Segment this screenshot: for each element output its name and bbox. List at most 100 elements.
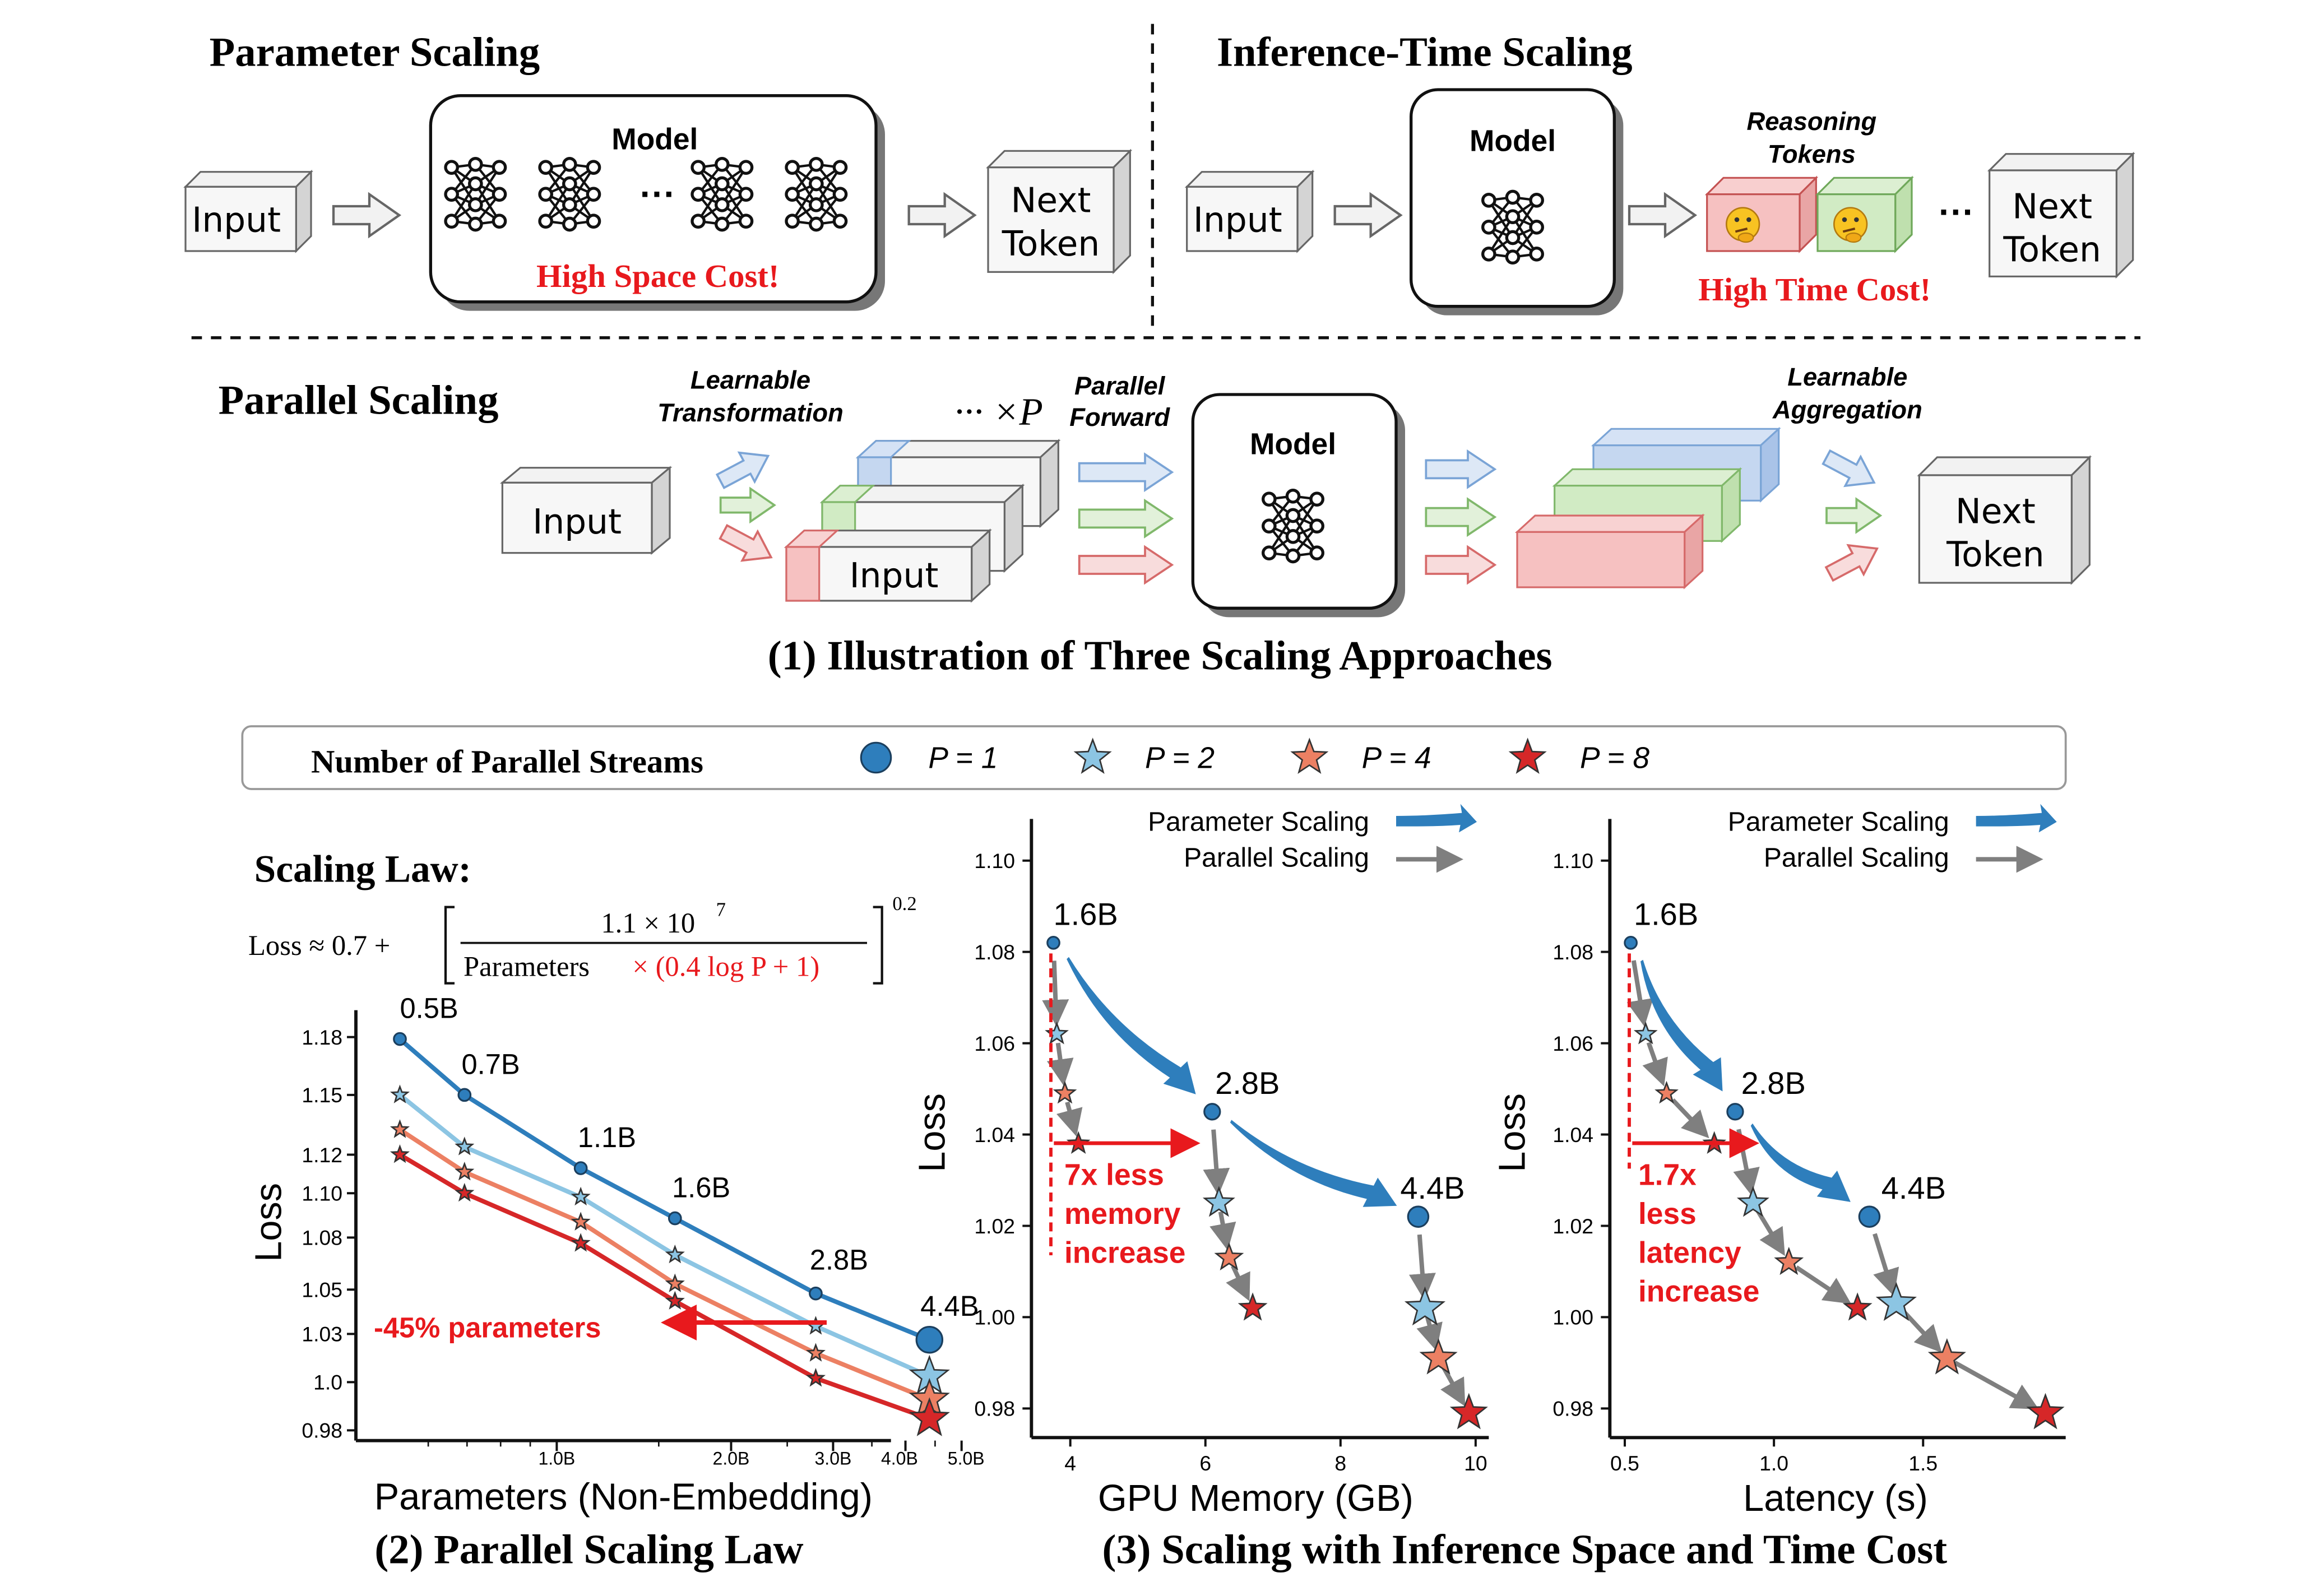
y-tick-label: 1.10 [1552,849,1593,873]
arrow-icon [909,194,975,236]
data-point-star [1238,1292,1268,1321]
parallel-forward-label-1: Parallel [1074,372,1166,400]
data-point [1624,936,1638,950]
inference-time-scaling-panel: Inference-Time Scaling Input Model Reaso… [1184,29,2135,316]
input-label: Input [192,200,281,240]
x-tick-label: 6 [1199,1451,1211,1475]
parameter-scaling-arrow [1067,957,1196,1094]
formula-numerator: 1.1 × 10 [601,907,695,939]
data-point [457,1088,472,1102]
stacked-input-label: Input [850,556,939,596]
data-point-star [1449,1393,1488,1430]
data-point-star [1202,1186,1235,1217]
x-tick-label: 4.0B [881,1448,918,1468]
point-label: 0.7B [461,1048,520,1080]
arrow-icon [1078,452,1174,493]
data-point-star [390,1144,410,1163]
y-tick-label: 1.04 [974,1123,1015,1147]
data-point-star [455,1161,475,1181]
annotation-line-2: memory [1064,1198,1181,1231]
series-line [398,1037,930,1342]
model-label: Model [1470,124,1556,157]
parallel-scaling-arrow [1046,1042,1074,1087]
data-point-star [571,1212,591,1231]
formula-numerator-exponent: 7 [716,899,726,921]
reasoning-token-green [1815,175,1914,253]
legend-parallel-scaling: Parallel Scaling [1184,843,1369,873]
legend-label-p8: P = 8 [1580,742,1649,775]
legend-parameter-scaling: Parameter Scaling [1148,808,1369,837]
x-tick-label: 1.0 [1759,1451,1788,1475]
learnable-transformation-label-2: Transformation [657,398,844,427]
learnable-transformation-label-1: Learnable [690,365,810,394]
parallel-scaling-arrow [1409,1234,1436,1301]
legend-parallel-scaling: Parallel Scaling [1764,843,1949,873]
data-point-star [665,1273,685,1292]
annotation-line-2: less [1638,1198,1697,1231]
legend-parameter-scaling: Parameter Scaling [1728,808,1949,837]
parallel-scaling-arrow [1671,1098,1709,1139]
data-point-star [1214,1242,1244,1271]
parallel-scaling-arrow [1795,1265,1852,1304]
arrow-icon [1425,449,1497,489]
parallel-forward-label-2: Forward [1069,403,1170,432]
y-tick-label: 0.98 [1552,1397,1593,1421]
bracket-left [444,906,455,985]
annotation-line-1: 7x less [1064,1159,1164,1192]
thinking-face-icon [1833,207,1868,243]
data-point-star [1419,1338,1458,1375]
arrow-icon [1078,545,1174,585]
data-point-star [1774,1246,1804,1275]
parameters-reduction-annotation: -45% parameters [374,1312,601,1344]
next-token-block: Next Token [1987,151,2135,279]
parallel-scaling-panel: Parallel Scaling Input Learnable Transfo… [219,363,2092,618]
chart-legend: Parameter Scaling Parallel Scaling [1148,804,1477,873]
next-token-line-1: Next [2012,187,2092,226]
series-line [398,1093,930,1379]
annotation-line-1: 1.7x [1638,1159,1697,1192]
reasoning-tokens-label-1: Reasoning [1746,107,1876,136]
next-token-line-1: Next [1955,491,2036,531]
y-tick-label: 1.02 [1552,1214,1593,1238]
model-box: Model ··· High Space Cost! [429,94,885,311]
parallel-scaling-arrow [1042,961,1069,1027]
blue-arrow-icon [1396,804,1477,833]
data-point-star [1654,1080,1679,1104]
point-label: 4.4B [920,1290,979,1322]
bracket-right [873,906,883,985]
legend-title: Number of Parallel Streams [311,744,703,780]
y-tick-label: 1.08 [302,1226,342,1250]
series-line [398,1153,930,1421]
parallel-scaling-title: Parallel Scaling [219,377,499,424]
data-point-star [909,1397,950,1436]
data-point [809,1286,823,1301]
parallel-scaling-arrow [1226,1265,1250,1302]
parallel-scaling-arrow [1953,1361,2039,1409]
formula-prefix: Loss ≈ 0.7 + [248,930,390,961]
y-tick-label: 1.00 [974,1306,1015,1329]
model-size-label: 4.4B [1400,1170,1464,1205]
y-tick-label: 1.08 [1552,940,1593,964]
blue-arrow-icon [1976,804,2057,833]
scaling-law-formula: Scaling Law: Loss ≈ 0.7 + 1.1 × 10 7 Par… [248,847,917,985]
caption-scaling-law: (2) Parallel Scaling Law [374,1526,803,1572]
data-point [668,1211,682,1226]
parallel-scaling-arrow [1873,1233,1899,1297]
y-tick-label: 1.00 [1552,1306,1593,1329]
ellipsis: ··· [640,174,676,214]
legend-marker-p8 [1508,737,1547,774]
y-tick-label: 1.10 [974,849,1015,873]
star-icon [1073,737,1112,774]
data-point [915,1325,944,1354]
y-axis-label: Loss [912,1093,953,1172]
data-point-star [571,1233,591,1252]
formula-denominator: Parameters [464,950,590,982]
y-tick-label: 1.05 [302,1278,342,1302]
next-token-block: Next Token [1917,455,2092,585]
arrow-icon [1425,545,1497,585]
parallel-scaling-arrow [1209,1211,1236,1251]
data-point-star [805,1343,826,1362]
series-line [398,1128,930,1402]
model-box: Model [1191,393,1405,618]
data-point-star [390,1119,410,1138]
